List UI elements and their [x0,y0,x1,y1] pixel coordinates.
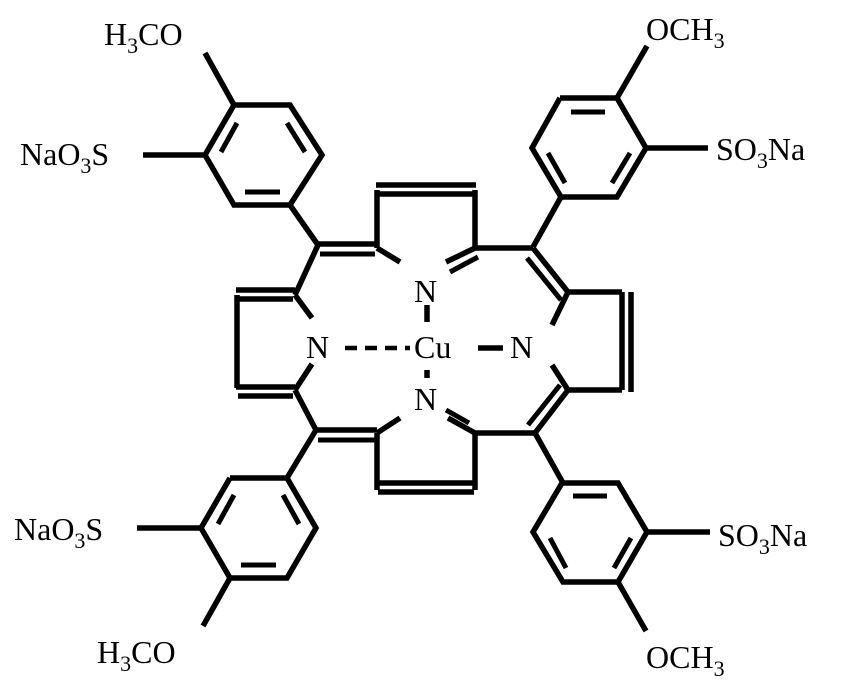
phenyl-ring-bottom-left [137,428,320,628]
tr-sulfonate-label: SO3Na [716,131,805,173]
phenyl-ring-top-left [143,51,326,247]
n-bottom-label: N [414,381,437,417]
tl-sulfonate-label: NaO3S [20,136,109,178]
phenyl-ring-top-right [528,44,708,249]
n-left-label: N [306,329,329,365]
bl-methoxy-label: H3CO [97,634,176,676]
br-methoxy-label: OCH3 [646,639,725,681]
tr-methoxy-label: OCH3 [646,11,725,53]
phenyl-ring-bottom-right [529,431,710,633]
cu-label: Cu [414,329,451,365]
bl-sulfonate-label: NaO3S [14,511,103,553]
porphyrin-core [234,182,634,495]
n-top-label: N [414,273,437,309]
n-right-label: N [510,329,533,365]
br-sulfonate-label: SO3Na [718,517,807,559]
tl-methoxy-label: H3CO [104,16,183,58]
